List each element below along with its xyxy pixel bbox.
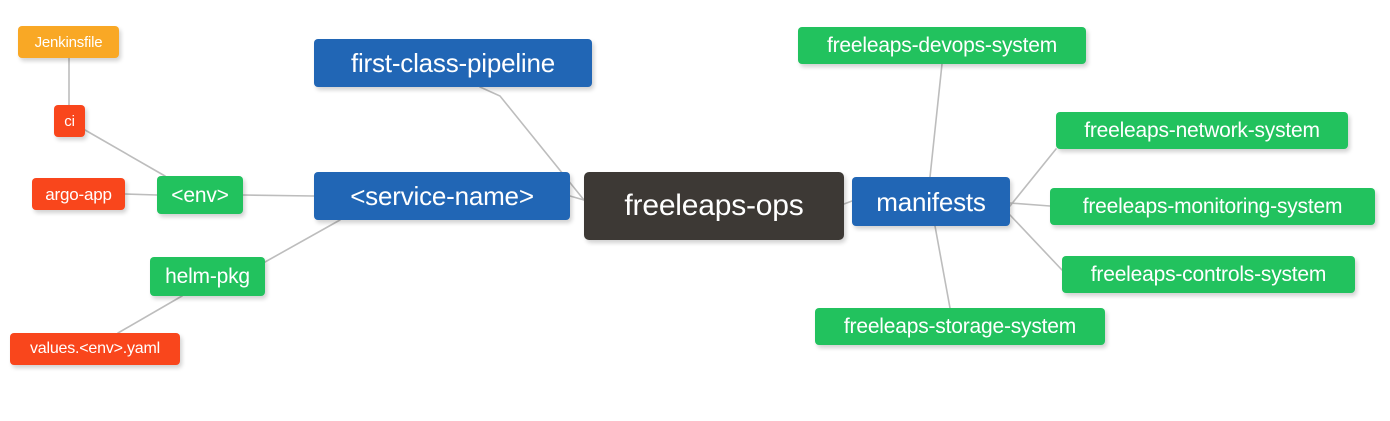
edge-env-to-ci	[84, 129, 166, 177]
edge-env-to-argo-app	[124, 193, 158, 196]
edge-service-name-to-helm-pkg	[264, 219, 341, 263]
edge-helm-pkg-to-values-yaml	[117, 295, 183, 334]
node-values-yaml[interactable]: values.<env>.yaml	[10, 333, 180, 365]
node-argo-app[interactable]: argo-app	[32, 178, 125, 210]
edge-manifests-to-monitoring-system	[1009, 202, 1051, 207]
node-label-root: freeleaps-ops	[624, 189, 804, 222]
node-root[interactable]: freeleaps-ops	[584, 172, 844, 240]
node-label-manifests: manifests	[876, 186, 986, 217]
node-label-jenkinsfile: Jenkinsfile	[34, 33, 103, 51]
node-ci[interactable]: ci	[54, 105, 85, 137]
node-service-name[interactable]: <service-name>	[314, 172, 570, 220]
edge-manifests-to-storage-system	[934, 225, 951, 309]
node-jenkinsfile[interactable]: Jenkinsfile	[18, 26, 119, 58]
node-label-argo-app: argo-app	[45, 184, 112, 204]
node-network-system[interactable]: freeleaps-network-system	[1056, 112, 1348, 149]
node-label-helm-pkg: helm-pkg	[165, 265, 250, 288]
edge-manifests-to-devops-system	[929, 63, 943, 178]
node-storage-system[interactable]: freeleaps-storage-system	[815, 308, 1105, 345]
node-label-values-yaml: values.<env>.yaml	[29, 340, 160, 357]
node-label-controls-system: freeleaps-controls-system	[1090, 263, 1327, 286]
edge-root-to-manifests	[843, 200, 853, 205]
node-label-storage-system: freeleaps-storage-system	[843, 315, 1077, 338]
node-manifests[interactable]: manifests	[852, 177, 1010, 226]
edge-service-name-to-env	[242, 194, 315, 197]
node-controls-system[interactable]: freeleaps-controls-system	[1062, 256, 1355, 293]
node-label-service-name: <service-name>	[350, 181, 534, 211]
node-first-class-pipeline[interactable]: first-class-pipeline	[314, 39, 592, 87]
node-devops-system[interactable]: freeleaps-devops-system	[798, 27, 1086, 64]
node-helm-pkg[interactable]: helm-pkg	[150, 257, 265, 296]
node-label-env: <env>	[171, 183, 229, 207]
node-label-monitoring-system: freeleaps-monitoring-system	[1082, 195, 1343, 218]
edge-root-to-service-name	[569, 195, 585, 201]
node-monitoring-system[interactable]: freeleaps-monitoring-system	[1050, 188, 1375, 225]
node-label-first-class-pipeline: first-class-pipeline	[350, 48, 556, 78]
node-env[interactable]: <env>	[157, 176, 243, 214]
node-label-ci: ci	[64, 112, 75, 130]
node-label-devops-system: freeleaps-devops-system	[827, 34, 1057, 57]
node-label-network-system: freeleaps-network-system	[1084, 119, 1320, 142]
